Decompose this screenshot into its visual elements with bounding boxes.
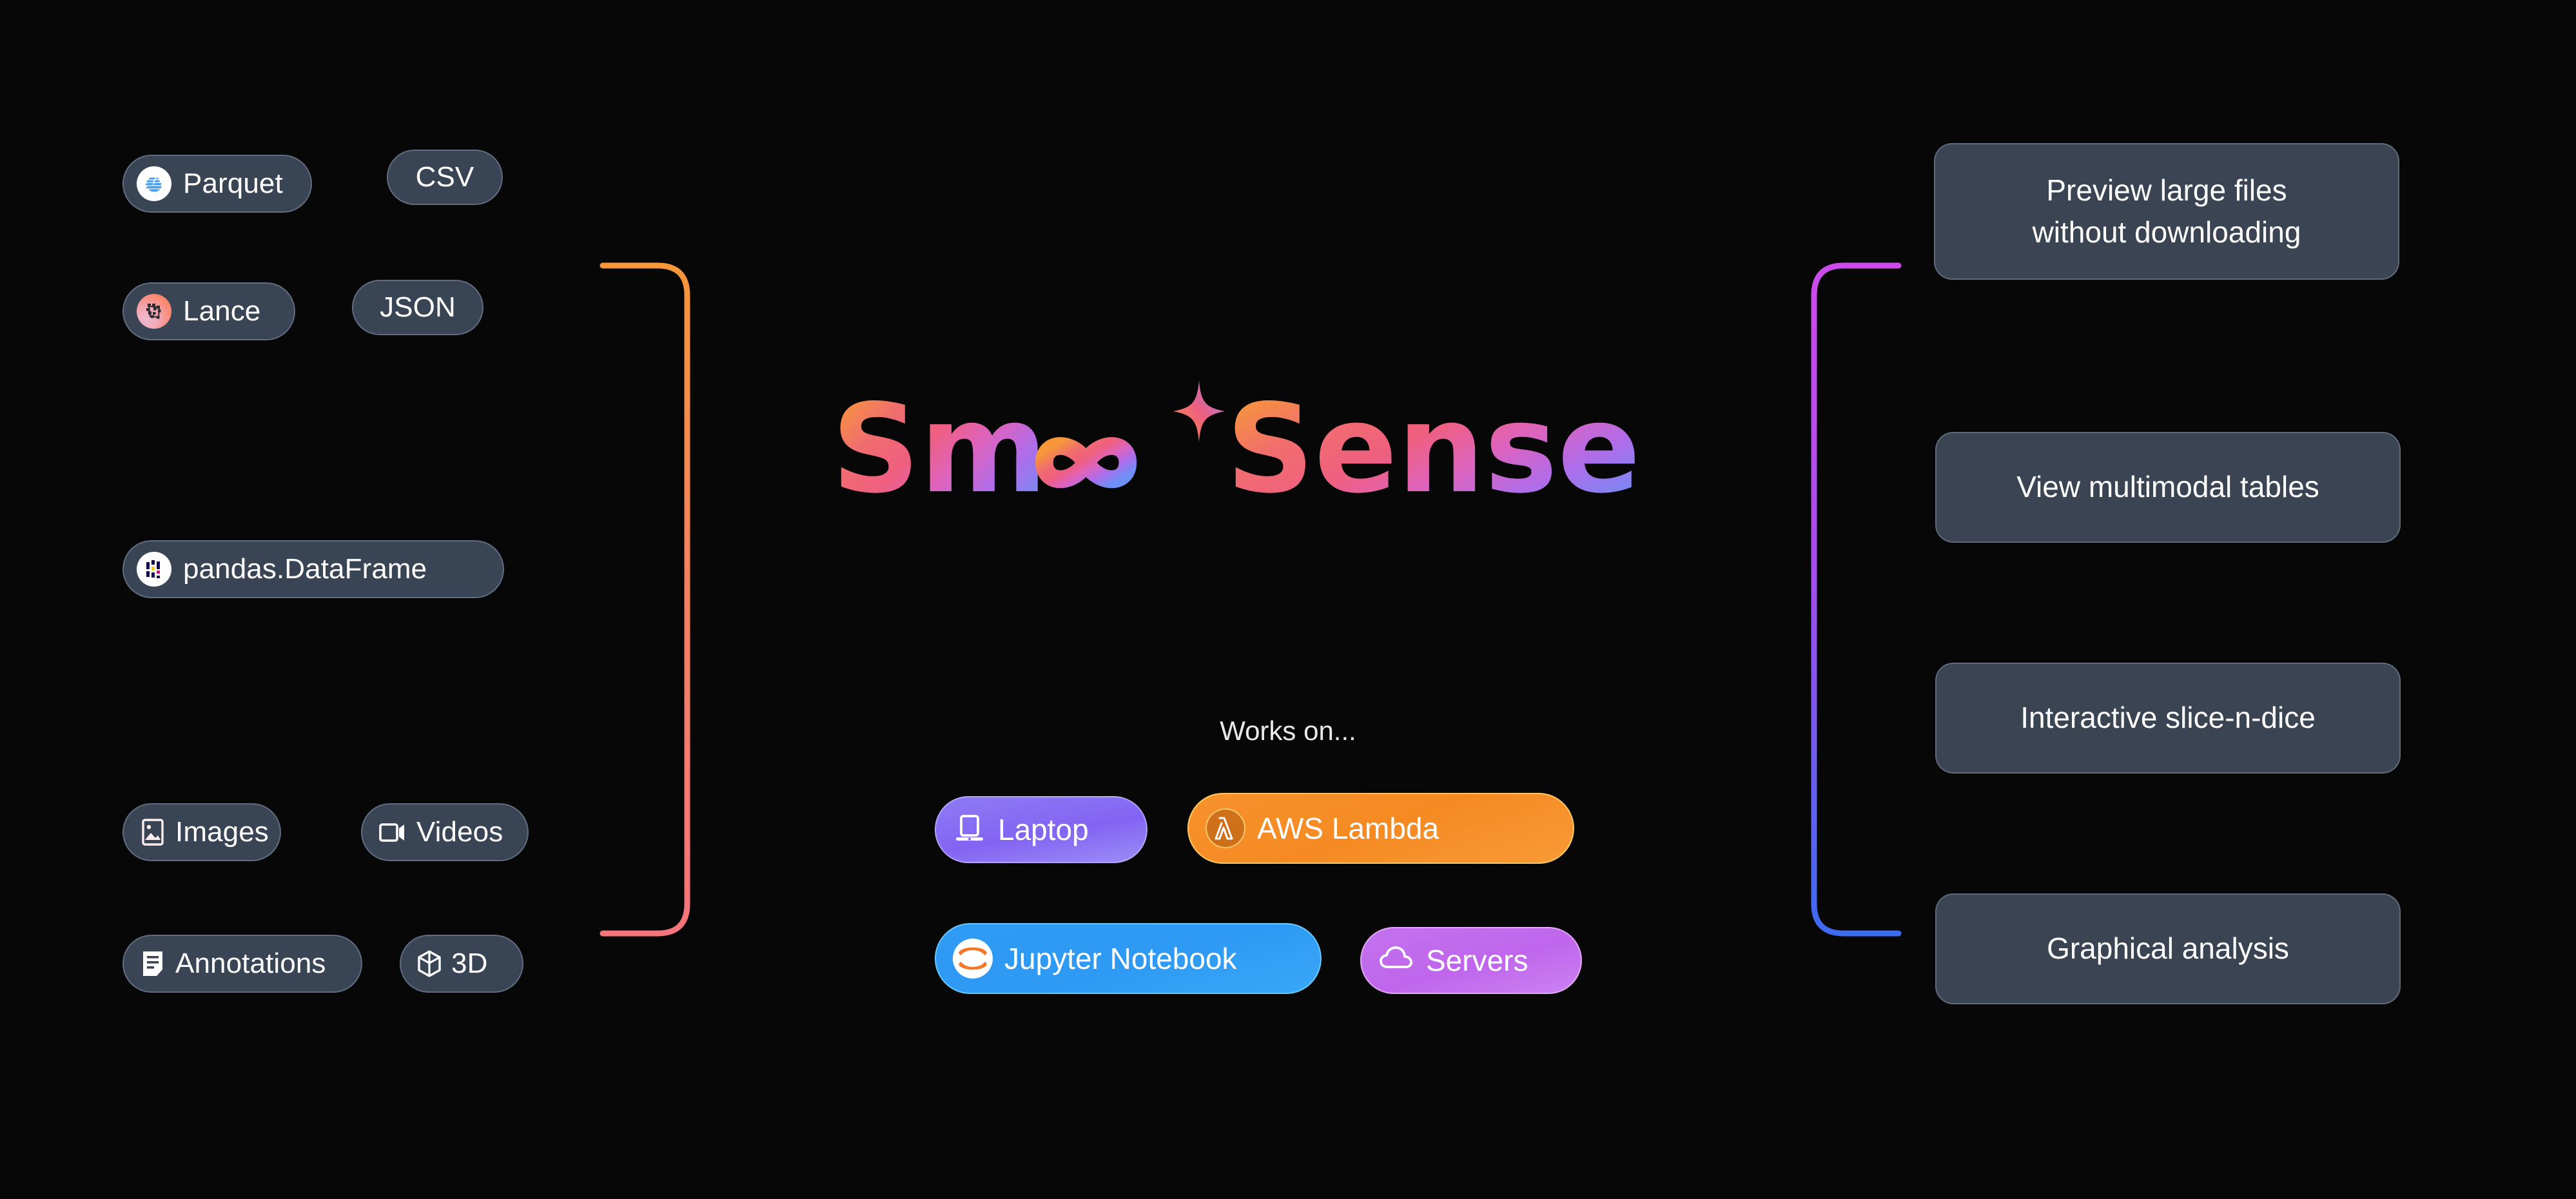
aws-lambda-icon bbox=[1205, 808, 1245, 848]
feature-card-preview-large-files[interactable]: Preview large files without downloading bbox=[1934, 143, 2399, 280]
input-pill-label: 3D bbox=[451, 948, 488, 979]
platform-pill-label: Jupyter Notebook bbox=[1004, 942, 1237, 975]
feature-card-graphical-analysis[interactable]: Graphical analysis bbox=[1935, 893, 2401, 1004]
annotation-doc-icon bbox=[139, 949, 166, 979]
laptop-icon bbox=[953, 812, 986, 848]
input-pill-label: JSON bbox=[380, 291, 456, 323]
cloud-icon bbox=[1378, 945, 1414, 977]
input-pill-label: CSV bbox=[415, 161, 474, 193]
platform-pill-aws-lambda[interactable]: AWS Lambda bbox=[1187, 793, 1574, 864]
works-on-label: Works on... bbox=[1220, 716, 1356, 746]
input-pill-annotations[interactable]: Annotations bbox=[122, 935, 362, 993]
feature-card-line: Graphical analysis bbox=[2047, 931, 2289, 966]
input-pill-label: Lance bbox=[183, 295, 261, 327]
input-pill-label: pandas.DataFrame bbox=[183, 553, 427, 585]
logo-infinity-glyph bbox=[1035, 437, 1137, 489]
input-pill-label: Annotations bbox=[175, 948, 326, 979]
logo-text-left: Sm bbox=[832, 380, 1048, 520]
platform-pill-label: Servers bbox=[1426, 944, 1528, 977]
input-pill-videos[interactable]: Videos bbox=[361, 803, 529, 861]
platform-pill-jupyter-notebook[interactable]: Jupyter Notebook bbox=[935, 923, 1322, 994]
feature-card-line: Preview large files bbox=[2046, 173, 2287, 207]
input-pill-pandas-dataframe[interactable]: pandas.DataFrame bbox=[122, 540, 504, 598]
video-camera-icon bbox=[378, 819, 407, 846]
sparkle-star-icon bbox=[1173, 380, 1225, 442]
input-pill-parquet[interactable]: Parquet bbox=[122, 155, 312, 213]
platform-pill-label: Laptop bbox=[998, 813, 1089, 846]
feature-card-view-multimodal-tables[interactable]: View multimodal tables bbox=[1935, 432, 2401, 543]
smoosense-logo: Sm Sense bbox=[832, 378, 1708, 522]
input-pill-lance[interactable]: Lance bbox=[122, 282, 295, 340]
jupyter-logo-icon bbox=[953, 939, 993, 979]
feature-card-line: Interactive slice-n-dice bbox=[2020, 701, 2316, 735]
input-pill-label: Images bbox=[175, 816, 269, 848]
input-pill-label: Videos bbox=[416, 816, 503, 848]
input-pill-csv[interactable]: CSV bbox=[387, 150, 503, 205]
pandas-logo-icon bbox=[137, 552, 171, 587]
logo-text-right: Sense bbox=[1226, 380, 1641, 520]
input-pill-label: Parquet bbox=[183, 168, 283, 199]
lance-logo-icon bbox=[137, 294, 171, 329]
feature-card-line: without downloading bbox=[2032, 215, 2301, 249]
input-pill-images[interactable]: Images bbox=[122, 803, 281, 861]
image-icon bbox=[139, 817, 166, 847]
left-connector-bracket bbox=[600, 262, 772, 937]
cube-3d-icon bbox=[415, 949, 444, 979]
platform-pill-servers[interactable]: Servers bbox=[1360, 927, 1582, 994]
platform-pill-laptop[interactable]: Laptop bbox=[935, 796, 1147, 863]
parquet-logo-icon bbox=[137, 166, 171, 201]
right-connector-bracket bbox=[1730, 262, 1902, 937]
platform-pill-label: AWS Lambda bbox=[1257, 812, 1439, 845]
feature-card-line: View multimodal tables bbox=[2016, 470, 2319, 504]
input-pill-json[interactable]: JSON bbox=[352, 280, 483, 335]
feature-card-interactive-slice-n-dice[interactable]: Interactive slice-n-dice bbox=[1935, 663, 2401, 774]
input-pill-3d[interactable]: 3D bbox=[400, 935, 523, 993]
